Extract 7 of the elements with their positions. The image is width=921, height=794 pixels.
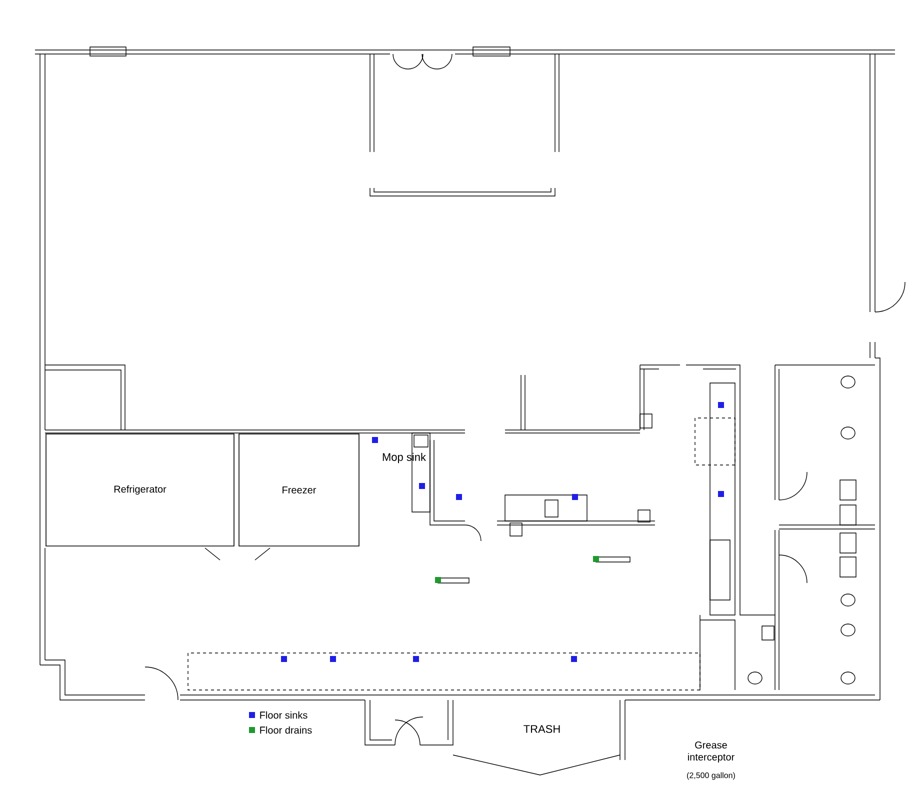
- room-label: (2,500 gallon): [687, 772, 735, 780]
- legend-label: Floor sinks: [260, 711, 308, 719]
- room-box: Refrigerator: [46, 434, 234, 546]
- legend-label: Floor drains: [260, 726, 312, 734]
- room-box: Freezer: [238, 434, 360, 546]
- room-label: TRASH: [524, 725, 560, 733]
- room-label: Grease interceptor: [688, 741, 734, 763]
